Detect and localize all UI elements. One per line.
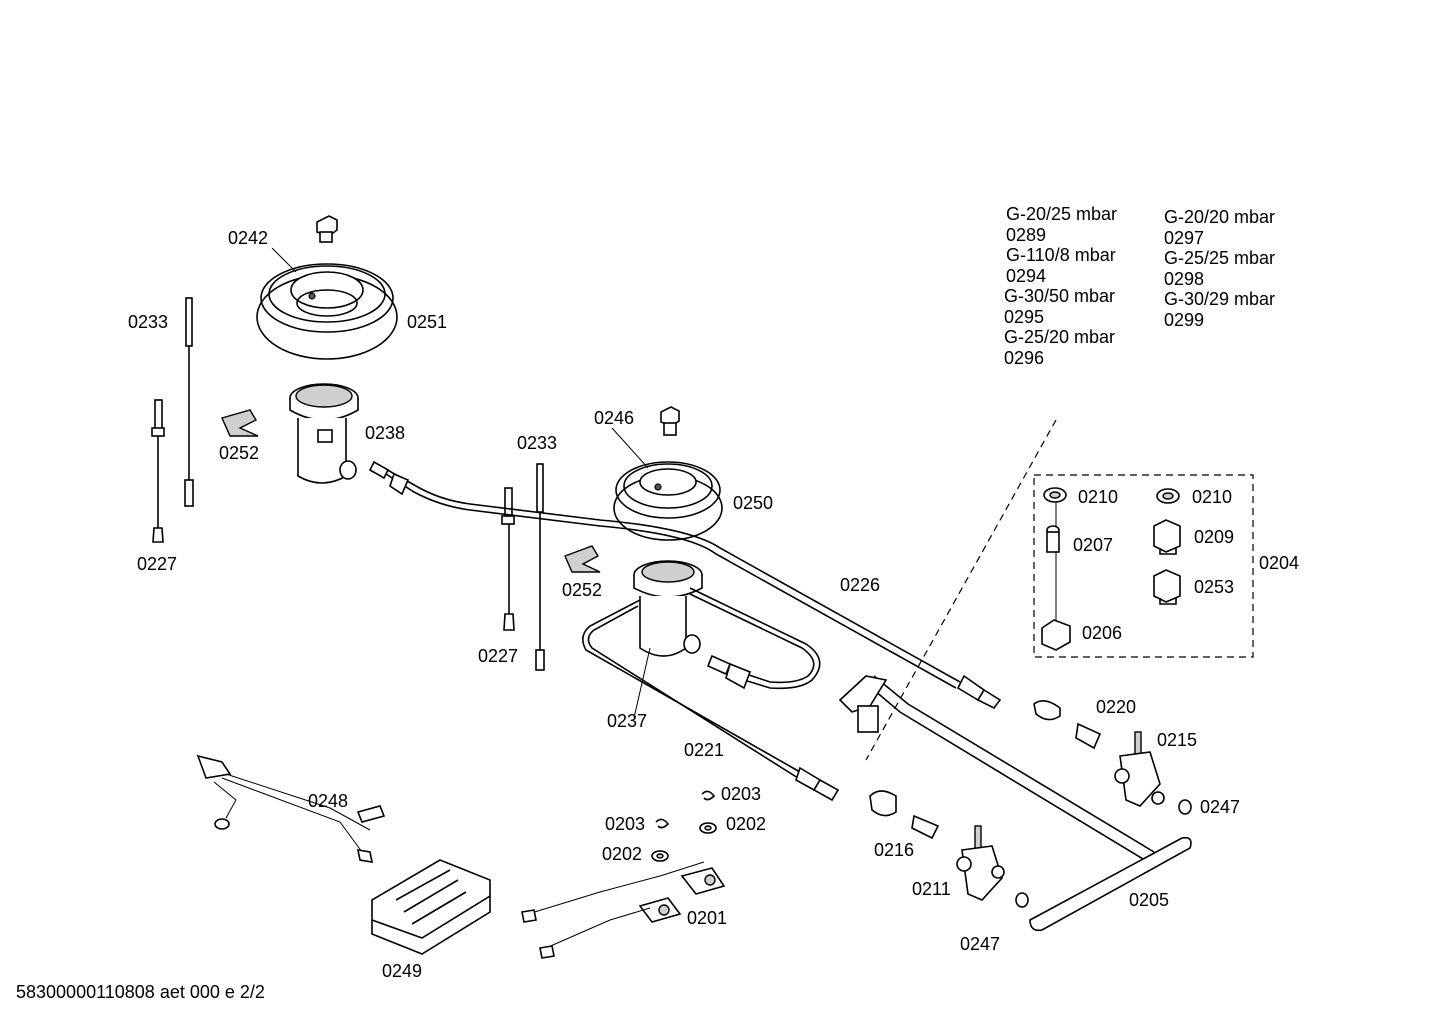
part-label-0247: 0247 — [960, 934, 1001, 954]
part-label-0210: 0210 — [1078, 487, 1119, 507]
burner-ring-0250 — [613, 461, 723, 541]
part-label-0203: 0203 — [605, 814, 646, 834]
gas-valve-0215 — [1114, 731, 1165, 807]
part-label-0248: 0248 — [308, 791, 349, 811]
gas-variant-code: 0294 — [1006, 265, 1047, 286]
detail-box-0204 — [865, 419, 1254, 761]
washer-0247-upper — [1178, 799, 1192, 815]
part-label-0233: 0233 — [128, 312, 169, 332]
gas-variant-code: 0299 — [1164, 309, 1205, 330]
part-label-0207: 0207 — [1073, 535, 1114, 555]
part-label-0242: 0242 — [228, 228, 269, 248]
part-label-0249: 0249 — [382, 961, 423, 981]
gas-variant-code: 0297 — [1164, 227, 1205, 248]
gas-variant-gas: G-110/8 mbar — [1006, 245, 1116, 265]
sleeve-0220 — [1033, 700, 1102, 750]
part-label-0227: 0227 — [478, 646, 519, 666]
washers-0202 — [651, 822, 717, 862]
wiring-harness-0248 — [196, 754, 386, 863]
part-label-0247: 0247 — [1200, 797, 1241, 817]
part-label-0252: 0252 — [219, 443, 260, 463]
gas-pipe-0226 — [368, 460, 1002, 710]
clip-0252-left — [221, 409, 259, 437]
part-label-0250: 0250 — [733, 493, 774, 513]
gas-variant-code: 0296 — [1004, 347, 1045, 368]
ignition-switch-0201 — [521, 861, 726, 959]
part-label-0206: 0206 — [1082, 623, 1123, 643]
gas-variant-code: 0298 — [1164, 268, 1205, 289]
burner-body-0238 — [289, 383, 359, 484]
part-label-0202: 0202 — [602, 844, 643, 864]
part-label-0220: 0220 — [1096, 697, 1137, 717]
gas-variant-gas: G-20/25 mbar — [1006, 204, 1118, 224]
nut-0253 — [1153, 569, 1181, 605]
nut-0209 — [1153, 519, 1181, 555]
washer-0210-right — [1156, 488, 1180, 504]
gas-variant-gas: G-25/25 mbar — [1164, 248, 1276, 268]
part-label-0238: 0238 — [365, 423, 406, 443]
thermocouple-0233-left — [184, 297, 194, 507]
part-label-0227: 0227 — [137, 554, 178, 574]
part-label-0252: 0252 — [562, 580, 603, 600]
clip-0252-center — [564, 545, 601, 573]
part-label-0202: 0202 — [726, 814, 767, 834]
part-label-0246: 0246 — [594, 408, 635, 428]
washer-0210-left — [1043, 487, 1067, 503]
part-label-0209: 0209 — [1194, 527, 1235, 547]
burner-body-0237 — [633, 560, 703, 657]
sleeve-0216 — [869, 790, 940, 840]
nut-0206 — [1041, 619, 1071, 651]
nozzle-0207 — [1046, 525, 1060, 553]
ignition-electrode-0227-center — [501, 487, 515, 631]
gas-variant-gas: G-30/29 mbar — [1164, 289, 1276, 309]
thermocouple-0233-center — [535, 463, 545, 671]
part-label-0210: 0210 — [1192, 487, 1233, 507]
ignition-module-0249 — [371, 859, 491, 955]
ignition-electrode-0227-left — [151, 399, 165, 543]
burner-ring-0251 — [256, 263, 398, 360]
part-label-0203: 0203 — [721, 784, 762, 804]
part-label-0211: 0211 — [912, 879, 951, 899]
gas-variant-gas: G-20/20 mbar — [1164, 207, 1276, 227]
washer-0247-lower — [1015, 892, 1029, 908]
part-label-0251: 0251 — [407, 312, 448, 332]
part-label-0233: 0233 — [517, 433, 558, 453]
part-label-0216: 0216 — [874, 840, 915, 860]
gas-pipe-0221 — [582, 587, 840, 802]
burner-cap-nozzle-0246 — [660, 406, 680, 436]
part-label-0237: 0237 — [607, 711, 648, 731]
document-reference-footer: 58300000110808 aet 000 e 2/2 — [16, 982, 265, 1002]
part-label-0253: 0253 — [1194, 577, 1235, 597]
gas-valve-0211 — [956, 825, 1005, 901]
burner-cap-nozzle-0242 — [316, 215, 338, 243]
gas-variant-list-left: G-20/25 mbar 0289 G-110/8 mbar 0294 G-30… — [1004, 204, 1118, 368]
gas-variant-code: 0289 — [1006, 224, 1047, 245]
part-label-0221: 0221 — [684, 740, 725, 760]
part-label-0226: 0226 — [840, 575, 881, 595]
part-label-0201: 0201 — [687, 908, 728, 928]
clips-0203 — [655, 790, 716, 829]
part-label-0215: 0215 — [1157, 730, 1198, 750]
manifold-0205 — [838, 675, 1192, 932]
gas-variant-gas: G-30/50 mbar — [1004, 286, 1116, 306]
gas-variant-code: 0295 — [1004, 306, 1045, 327]
leader-lines — [271, 247, 651, 719]
part-label-0204: 0204 — [1259, 553, 1300, 573]
gas-variant-list-right: G-20/20 mbar 0297 G-25/25 mbar 0298 G-30… — [1164, 207, 1275, 330]
gas-variant-gas: G-25/20 mbar — [1004, 327, 1116, 347]
part-label-0205: 0205 — [1129, 890, 1170, 910]
